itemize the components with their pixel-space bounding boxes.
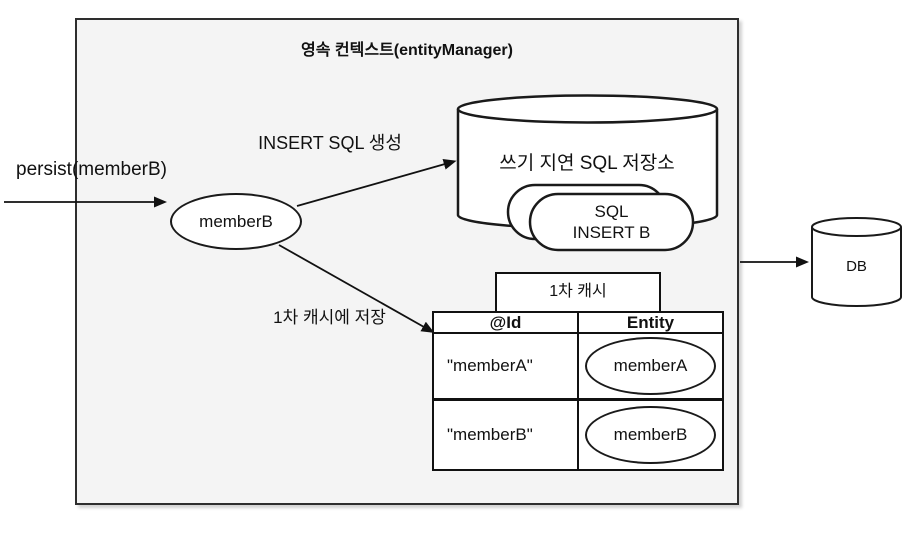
- entity-memberb-cached-label: memberB: [613, 425, 688, 444]
- sql-card-front: [528, 192, 695, 252]
- cache-save-label: 1차 캐시에 저장: [273, 308, 386, 327]
- entity-memberb-label: memberB: [199, 211, 273, 231]
- entity-memberb-cached-ellipse: memberB: [585, 406, 716, 464]
- first-level-cache-title: 1차 캐시: [495, 272, 661, 313]
- cache-col-id-header: @Id: [434, 313, 577, 334]
- cache-row-id: "memberB": [447, 425, 533, 444]
- sql-card-line2: INSERT B: [572, 223, 651, 242]
- db-cylinder: [811, 217, 902, 307]
- cache-row-entity: memberA: [577, 334, 722, 401]
- persist-call-label: persist(memberB): [16, 159, 167, 180]
- insert-sql-arrow: [296, 158, 457, 207]
- sql-card-text: SQL INSERT B: [530, 194, 693, 250]
- entity-memberb-ellipse: memberB: [170, 193, 302, 250]
- db-label: DB: [846, 258, 867, 275]
- persistence-context-title: 영속 컨텍스트(entityManager): [301, 42, 513, 59]
- cache-col-entity-header: Entity: [577, 313, 722, 334]
- entity-membera-ellipse: memberA: [585, 337, 716, 395]
- insert-sql-label: INSERT SQL 생성: [258, 133, 402, 153]
- cache-save-arrow: [278, 244, 435, 333]
- sql-store-title: 쓰기 지연 SQL 저장소: [499, 153, 675, 174]
- sql-card-line1: SQL: [594, 202, 629, 221]
- entity-membera-label: memberA: [613, 356, 688, 375]
- cache-row-entity: memberB: [577, 401, 722, 469]
- first-level-cache-table: @Id Entity "memberA" memberA "memberB" m…: [432, 311, 724, 471]
- cache-row-id: "memberA": [434, 334, 577, 401]
